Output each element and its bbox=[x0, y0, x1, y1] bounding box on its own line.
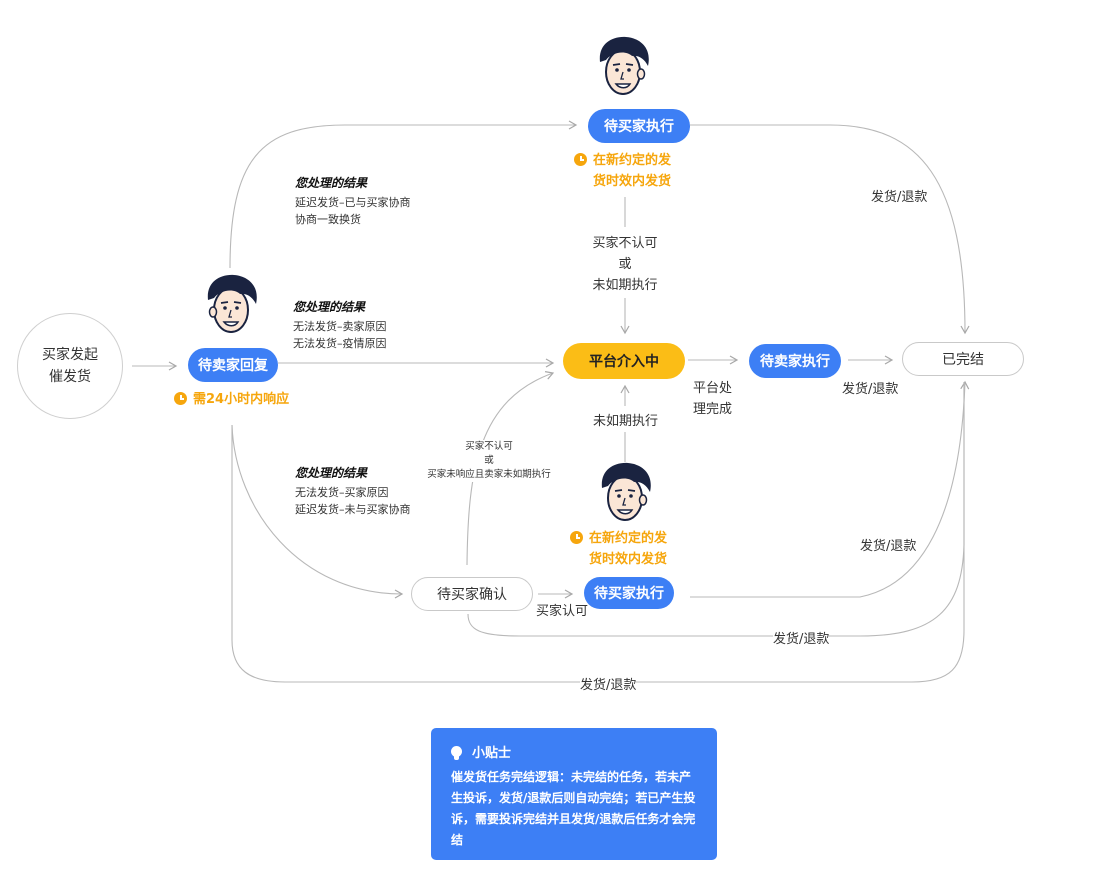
note-upper-title: 您处理的结果 bbox=[295, 176, 368, 190]
note-upper-line1: 延迟发货–已与买家协商 bbox=[295, 196, 411, 209]
edge-label-bottom-mid: 未如期执行 bbox=[593, 410, 659, 429]
buyer-confirm-node[interactable]: 待买家确认 bbox=[411, 577, 533, 611]
edge-label-confirm-small: 买家不认可 或 买家未响应且卖家未如期执行 bbox=[427, 440, 551, 482]
warning-bottom-deadline: 在新约定的发 货时效内发货 bbox=[570, 528, 667, 570]
edge-buyer-exec-top-to-done bbox=[690, 124, 970, 335]
edge-label-outer-done: 发货/退款 bbox=[580, 674, 637, 693]
avatar-buyer-top bbox=[599, 36, 649, 95]
edge-label-platform-done: 平台处 理完成 bbox=[693, 378, 737, 420]
note-lower: 您处理的结果 无法发货–买家原因 延迟发货–未与买家协商 bbox=[295, 465, 411, 518]
done-node[interactable]: 已完结 bbox=[902, 342, 1024, 376]
edge-label-seller-done: 发货/退款 bbox=[842, 378, 899, 397]
done-label: 已完结 bbox=[942, 352, 984, 368]
warning-top-deadline: 在新约定的发 货时效内发货 bbox=[574, 150, 671, 192]
edge-confirm-to-done bbox=[467, 382, 965, 637]
buyer-exec-top-label: 待买家执行 bbox=[604, 119, 674, 135]
clock-icon bbox=[174, 392, 187, 405]
edge-label-top-right: 发货/退款 bbox=[871, 186, 928, 205]
edge-label-confirm-small-line3: 买家未响应且卖家未如期执行 bbox=[427, 469, 551, 480]
note-middle-title: 您处理的结果 bbox=[293, 300, 366, 314]
edge-label-confirm-small-line2: 或 bbox=[484, 455, 494, 466]
platform-node[interactable]: 平台介入中 bbox=[563, 343, 685, 379]
note-upper: 您处理的结果 延迟发货–已与买家协商 协商一致换货 bbox=[295, 175, 411, 228]
tip-title: 小贴士 bbox=[472, 746, 512, 761]
edge-label-top-mid-line3: 未如期执行 bbox=[592, 278, 658, 293]
edge-label-top-mid-line2: 或 bbox=[618, 257, 632, 272]
start-node[interactable]: 买家发起 催发货 bbox=[17, 313, 123, 419]
edge-label-bottom-exec-done: 发货/退款 bbox=[860, 535, 917, 554]
tip-box: 小贴士 催发货任务完结逻辑：未完结的任务，若未产生投诉，发货/退款后则自动完结；… bbox=[431, 728, 717, 860]
clock-icon bbox=[574, 153, 587, 166]
lightbulb-icon bbox=[451, 746, 462, 760]
note-upper-line2: 协商一致换货 bbox=[295, 213, 361, 226]
warning-top-line1: 在新约定的发 bbox=[593, 153, 672, 168]
note-middle-line1: 无法发货–卖家原因 bbox=[293, 320, 387, 333]
avatar-buyer-bottom bbox=[601, 462, 651, 521]
wait-seller-reply-label: 待卖家回复 bbox=[198, 358, 268, 374]
edge-reply-to-buyer-exec-top bbox=[229, 120, 578, 269]
warning-bottom-line1: 在新约定的发 bbox=[589, 531, 668, 546]
avatar-seller-left bbox=[207, 274, 257, 333]
note-lower-line2: 延迟发货–未与买家协商 bbox=[295, 503, 411, 516]
edge-buyer-exec-bottom-to-done bbox=[690, 380, 970, 598]
seller-exec-node[interactable]: 待卖家执行 bbox=[749, 344, 841, 378]
clock-icon bbox=[570, 531, 583, 544]
start-node-line2: 催发货 bbox=[49, 369, 91, 385]
buyer-exec-bottom-label: 待买家执行 bbox=[594, 586, 664, 602]
edge-reply-to-confirm bbox=[231, 424, 404, 599]
tip-header: 小贴士 bbox=[451, 742, 699, 761]
edge-label-confirm-small-line1: 买家不认可 bbox=[465, 441, 513, 452]
tip-body: 催发货任务完结逻辑：未完结的任务，若未产生投诉，发货/退款后则自动完结；若已产生… bbox=[451, 770, 696, 847]
edge-label-platform-done-line2: 理完成 bbox=[693, 402, 733, 417]
buyer-exec-top-node[interactable]: 待买家执行 bbox=[588, 109, 690, 143]
warning-reply-24h-text: 需24小时内响应 bbox=[193, 392, 290, 407]
note-middle-line2: 无法发货–疫情原因 bbox=[293, 337, 387, 350]
seller-exec-label: 待卖家执行 bbox=[760, 354, 830, 370]
platform-label: 平台介入中 bbox=[589, 354, 659, 370]
edge-label-confirm-done: 发货/退款 bbox=[773, 628, 830, 647]
edge-label-top-mid: 买家不认可 或 未如期执行 bbox=[589, 233, 661, 296]
note-lower-line1: 无法发货–买家原因 bbox=[295, 486, 389, 499]
buyer-exec-bottom-node[interactable]: 待买家执行 bbox=[584, 577, 674, 609]
edge-label-platform-done-line1: 平台处 bbox=[693, 381, 733, 396]
edge-label-buyer-ok: 买家认可 bbox=[536, 604, 589, 619]
note-lower-title: 您处理的结果 bbox=[295, 466, 368, 480]
warning-reply-24h: 需24小时内响应 bbox=[174, 389, 289, 410]
start-node-line1: 买家发起 bbox=[42, 347, 98, 363]
wait-seller-reply-node[interactable]: 待卖家回复 bbox=[188, 348, 278, 382]
note-middle: 您处理的结果 无法发货–卖家原因 无法发货–疫情原因 bbox=[293, 299, 387, 352]
buyer-confirm-label: 待买家确认 bbox=[437, 587, 507, 603]
edge-label-top-mid-line1: 买家不认可 bbox=[592, 236, 658, 251]
warning-bottom-line2: 货时效内发货 bbox=[589, 552, 668, 567]
warning-top-line2: 货时效内发货 bbox=[593, 174, 672, 189]
